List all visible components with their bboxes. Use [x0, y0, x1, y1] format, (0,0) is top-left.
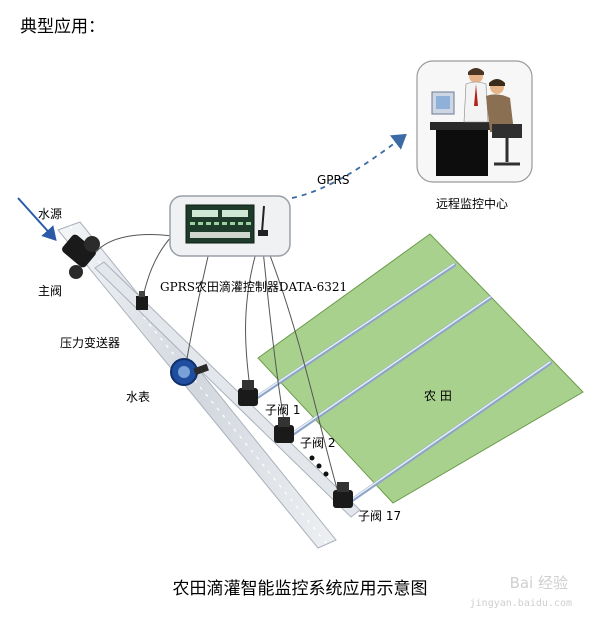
- section-heading: 典型应用：: [20, 17, 105, 37]
- label-sub-valve-2: 子阀 2: [300, 436, 336, 450]
- sub-valve-17-device: [333, 482, 353, 508]
- label-sub-valve-17: 子阀 17: [358, 509, 402, 523]
- remote-center-illustration: [416, 60, 533, 183]
- label-sub-valve-1: 子阀 1: [265, 403, 301, 417]
- label-gprs: GPRS: [317, 173, 350, 187]
- distribution-pipe: [94, 261, 361, 518]
- farm-field: [257, 233, 584, 504]
- sub-valve-2-device: [274, 417, 294, 443]
- label-water-meter: 水表: [126, 390, 151, 404]
- label-field: 农 田: [424, 389, 452, 403]
- water-inlet-arrow: [17, 197, 57, 241]
- ellipsis-dots: [309, 455, 329, 477]
- label-water-source: 水源: [38, 207, 63, 221]
- pressure-transmitter: [136, 291, 148, 310]
- watermark-logo: Bai 经验: [509, 574, 568, 592]
- gprs-arrow: [291, 133, 407, 199]
- controller-device: [169, 195, 291, 257]
- main-pipe: [57, 221, 337, 549]
- label-pressure-transmitter: 压力变送器: [60, 336, 121, 350]
- label-main-valve: 主阀: [38, 284, 63, 298]
- main-valve: [62, 234, 100, 279]
- water-meter-device: [170, 358, 209, 386]
- diagram-caption: 农田滴灌智能监控系统应用示意图: [172, 579, 428, 599]
- label-controller: GPRS农田滴灌控制器DATA-6321: [160, 280, 348, 294]
- label-remote-center: 远程监控中心: [436, 197, 509, 211]
- watermark-url: jingyan.baidu.com: [469, 598, 572, 609]
- sub-valve-1-device: [238, 380, 258, 406]
